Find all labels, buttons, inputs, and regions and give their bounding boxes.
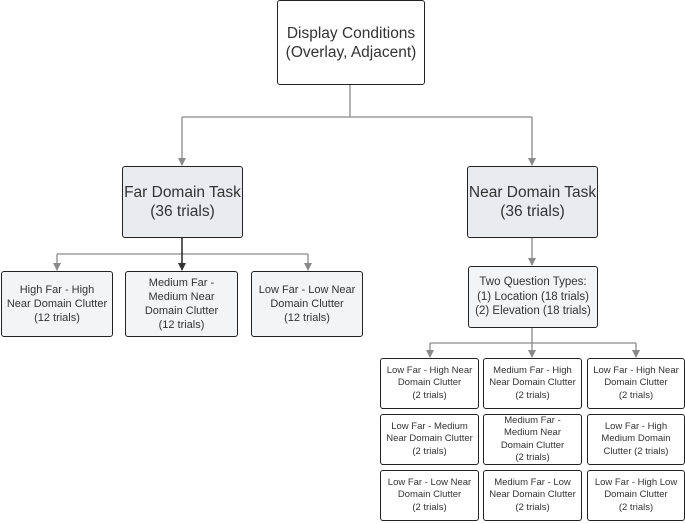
near-child-label: Low Far - High Near Domain Clutter (2 tr… [386, 364, 473, 401]
near-child-8: Medium Far - Low Near Domain Clutter (2 … [483, 470, 582, 521]
far-child-label: Low Far - Low Near Domain Clutter (12 tr… [258, 284, 356, 324]
question-types-node: Two Question Types: (1) Location (18 tri… [468, 266, 598, 328]
far-child-low-low: Low Far - Low Near Domain Clutter (12 tr… [251, 271, 363, 337]
near-child-9: Low Far - High Low Domain Clutter (2 tri… [587, 470, 685, 521]
near-child-label: Medium Far - Medium Near Domain Clutter … [500, 414, 565, 464]
near-child-label: Low Far - High Medium Domain Clutter (2 … [601, 420, 671, 457]
near-child-7: Low Far - Low Near Domain Clutter (2 tri… [380, 470, 479, 521]
connector-root-to-tasks [182, 85, 532, 118]
far-child-medium-medium: Medium Far - Medium Near Domain Clutter … [125, 271, 238, 337]
near-child-label: Low Far - High Near Domain Clutter (2 tr… [593, 364, 679, 401]
near-child-3: Low Far - High Near Domain Clutter (2 tr… [587, 358, 685, 409]
near-child-label: Low Far - Medium Near Domain Clutter (2 … [386, 420, 473, 457]
near-child-6: Low Far - High Medium Domain Clutter (2 … [587, 414, 685, 465]
display-conditions-node: Display Conditions (Overlay, Adjacent) [277, 0, 425, 85]
near-child-label: Low Far - High Low Domain Clutter (2 tri… [594, 476, 678, 513]
near-child-1: Low Far - High Near Domain Clutter (2 tr… [380, 358, 479, 409]
far-child-label: Medium Far - Medium Near Domain Clutter … [144, 277, 219, 331]
near-child-4: Low Far - Medium Near Domain Clutter (2 … [380, 414, 479, 465]
display-conditions-label: Display Conditions (Overlay, Adjacent) [285, 24, 417, 61]
far-child-label: High Far - High Near Domain Clutter (12 … [6, 284, 108, 324]
connector-near-children [430, 328, 636, 344]
far-domain-task-label: Far Domain Task (36 trials) [124, 184, 241, 220]
near-child-label: Low Far - Low Near Domain Clutter (2 tri… [387, 476, 472, 513]
near-child-2: Medium Far - High Near Domain Clutter (2… [483, 358, 582, 409]
near-child-label: Medium Far - Low Near Domain Clutter (2 … [489, 476, 576, 513]
far-child-high-high: High Far - High Near Domain Clutter (12 … [1, 271, 113, 337]
near-domain-task-label: Near Domain Task (36 trials) [468, 184, 597, 220]
near-child-label: Medium Far - High Near Domain Clutter (2… [489, 364, 576, 401]
far-domain-task-node: Far Domain Task (36 trials) [122, 166, 243, 238]
near-child-5: Medium Far - Medium Near Domain Clutter … [483, 414, 582, 465]
near-domain-task-node: Near Domain Task (36 trials) [467, 166, 598, 238]
question-types-label: Two Question Types: (1) Location (18 tri… [475, 276, 591, 318]
